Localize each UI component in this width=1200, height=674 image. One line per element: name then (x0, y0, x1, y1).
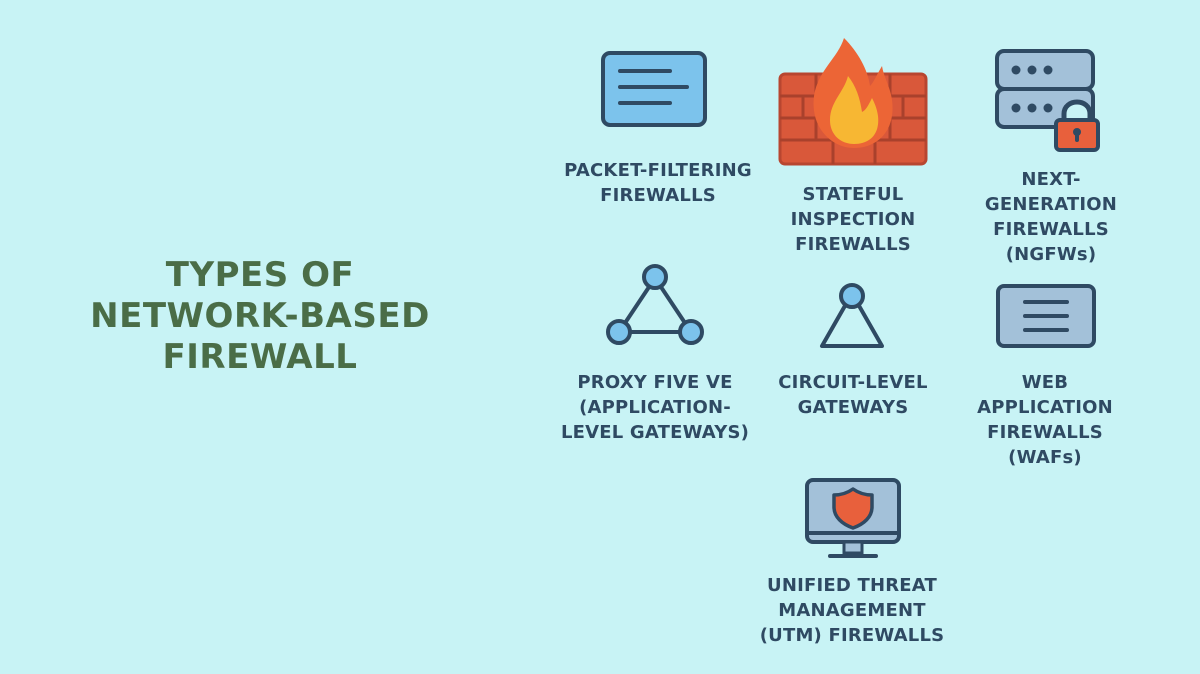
diagram-title: TYPES OF NETWORK-BASED FIREWALL (60, 255, 460, 378)
server-lock-icon (995, 49, 1100, 152)
item-label: NEXT- GENERATION FIREWALLS (NGFWs) (984, 169, 1118, 265)
node-triangle-icon (820, 283, 884, 348)
monitor-shield-icon (805, 478, 901, 558)
item-label: STATEFUL INSPECTION FIREWALLS (790, 184, 916, 255)
brick-wall-fire-icon (778, 38, 928, 166)
title-line-1: TYPES OF (165, 255, 355, 295)
item-label: CIRCUIT-LEVEL GATEWAYS (778, 372, 928, 418)
item-label: WEB APPLICATION FIREWALLS (WAFs) (977, 372, 1113, 468)
title-line-3: FIREWALL (162, 337, 358, 377)
web-window-lines-icon (996, 284, 1096, 348)
item-label: PROXY FIVE VE (APPLICATION- LEVEL GATEWA… (560, 372, 750, 443)
item-label: UNIFIED THREAT MANAGEMENT (UTM) FIREWALL… (759, 575, 945, 646)
network-triangle-icon (606, 264, 704, 345)
document-lines-icon (601, 51, 707, 127)
title-line-2: NETWORK-BASED (90, 296, 430, 336)
item-label: PACKET-FILTERING FIREWALLS (564, 160, 752, 206)
